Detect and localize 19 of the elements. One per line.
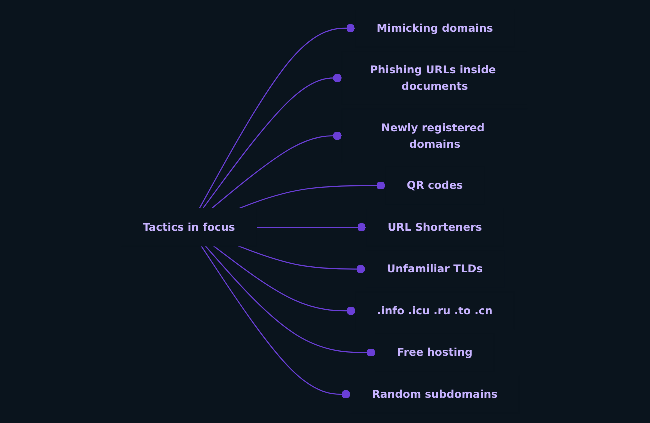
node-text: Random subdomains bbox=[372, 388, 498, 401]
node-text: Free hosting bbox=[397, 346, 474, 360]
connector bbox=[256, 223, 367, 232]
connector bbox=[201, 246, 352, 399]
connector bbox=[202, 74, 342, 210]
connector bbox=[214, 246, 356, 316]
node-text: QR codes bbox=[407, 179, 464, 192]
node-text: Mimicking domains bbox=[377, 22, 494, 35]
connector bbox=[206, 246, 376, 358]
node-text: Unfamiliar TLDs bbox=[387, 262, 484, 276]
node-text: Newly registered domains bbox=[382, 121, 486, 150]
node-text: .info .icu .ru .to .cn bbox=[378, 304, 494, 318]
node-text: URL Shorteners bbox=[388, 220, 482, 234]
node-text: Tactics in focus bbox=[143, 220, 236, 234]
connector bbox=[238, 246, 366, 274]
connector bbox=[199, 24, 356, 210]
connector bbox=[238, 181, 386, 210]
node-text: Phishing URLs inside documents bbox=[370, 64, 496, 92]
connector bbox=[212, 132, 342, 210]
